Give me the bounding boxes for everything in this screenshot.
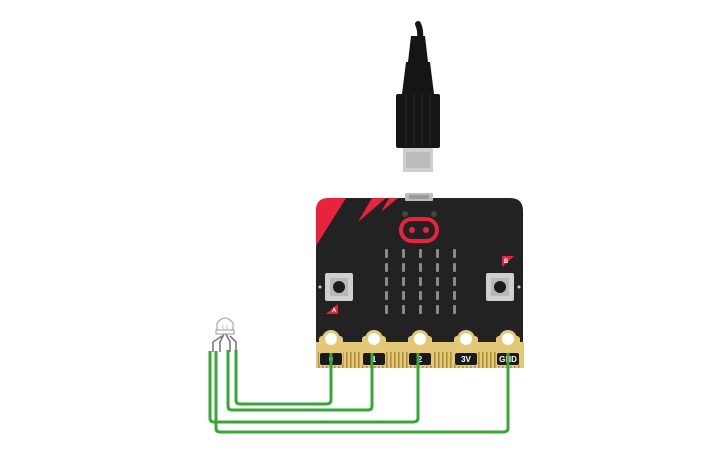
led-4-0 <box>385 305 388 314</box>
usb-strain-relief-lower <box>402 62 434 94</box>
usb-connector-inner <box>406 152 430 168</box>
pin-3v-hole <box>460 333 472 345</box>
edge-tooth <box>434 352 436 368</box>
wires <box>208 350 510 434</box>
edge-tooth <box>438 352 440 368</box>
edge-tooth <box>398 352 400 368</box>
usb-cable[interactable] <box>396 21 440 172</box>
button-b-label: B <box>504 259 509 265</box>
edge-tooth <box>442 352 444 368</box>
usb-housing-grip <box>405 94 431 146</box>
led-1-3 <box>436 263 439 272</box>
led-4-2 <box>419 305 422 314</box>
led-1-0 <box>385 263 388 272</box>
pin-3v[interactable]: 3V <box>454 330 478 366</box>
mount-hole-right <box>431 211 437 217</box>
wire-pin-0[interactable] <box>234 350 333 406</box>
pin-2[interactable]: 2 <box>408 330 432 366</box>
rgb-led-dome <box>216 317 234 331</box>
edge-tooth <box>490 352 492 368</box>
led-0-2 <box>419 249 422 258</box>
led-3-4 <box>453 291 456 300</box>
wire-pin-2[interactable] <box>208 351 420 424</box>
edge-tooth <box>346 352 348 368</box>
pin-1-hole <box>368 333 380 345</box>
led-matrix <box>385 249 456 314</box>
edge-tooth <box>494 352 496 368</box>
mount-hole-left <box>402 211 408 217</box>
led-0-4 <box>453 249 456 258</box>
button-a-marker <box>326 304 338 314</box>
led-0-1 <box>402 249 405 258</box>
red-accent-3 <box>381 198 398 212</box>
usb-plug-housing <box>396 94 440 148</box>
edge-tooth <box>350 352 352 368</box>
rgb-led[interactable] <box>212 317 237 352</box>
edge-tooth <box>390 352 392 368</box>
led-4-3 <box>436 305 439 314</box>
edge-tooth <box>386 352 388 368</box>
pin-1[interactable]: 1 <box>362 330 386 366</box>
pin-3v-label: 3V <box>461 355 471 364</box>
edge-tooth <box>402 352 404 368</box>
led-3-0 <box>385 291 388 300</box>
pin-0-hole <box>325 333 337 345</box>
button-b[interactable]: B <box>486 256 514 301</box>
pin-2-hole <box>414 333 426 345</box>
edge-tooth <box>358 352 360 368</box>
side-dot-right <box>517 285 521 289</box>
led-1-2 <box>419 263 422 272</box>
red-accent-2 <box>358 198 386 222</box>
button-b-cap[interactable] <box>494 281 506 293</box>
led-4-4 <box>453 305 456 314</box>
wire-pin-1[interactable] <box>226 350 374 412</box>
logo-eye-right <box>423 227 429 233</box>
led-2-1 <box>402 277 405 286</box>
edge-tooth <box>450 352 452 368</box>
pin-2-label-bg <box>409 353 431 365</box>
button-a-label: A <box>332 308 337 314</box>
led-0-0 <box>385 249 388 258</box>
led-2-4 <box>453 277 456 286</box>
led-1-4 <box>453 263 456 272</box>
edge-tooth <box>446 352 448 368</box>
edge-tooth <box>486 352 488 368</box>
led-3-1 <box>402 291 405 300</box>
rgb-led-leads <box>212 333 237 352</box>
edge-tooth <box>318 352 320 368</box>
led-3-3 <box>436 291 439 300</box>
button-a[interactable]: A <box>325 273 353 314</box>
edge-tooth <box>394 352 396 368</box>
logo-eye-left <box>409 227 415 233</box>
pin-3v-label-bg <box>455 353 477 365</box>
microbit-logo <box>399 217 439 243</box>
pin-2-label: 2 <box>418 355 423 364</box>
led-4-1 <box>402 305 405 314</box>
edge-tooth <box>354 352 356 368</box>
pin-1-label: 1 <box>372 355 377 364</box>
red-accent-main <box>316 198 346 246</box>
board-usb-port-inner <box>409 195 429 199</box>
rgb-led-rim <box>215 329 235 335</box>
side-dot-left <box>318 285 322 289</box>
button-a-cap[interactable] <box>333 281 345 293</box>
edge-tooth <box>482 352 484 368</box>
pin-gnd-hole <box>502 333 514 345</box>
led-2-3 <box>436 277 439 286</box>
button-b-marker <box>502 256 514 267</box>
edge-tooth <box>406 352 408 368</box>
usb-strain-relief-upper <box>408 36 428 62</box>
pin-1-label-bg <box>363 353 385 365</box>
led-3-2 <box>419 291 422 300</box>
wire-gnd[interactable] <box>214 351 510 434</box>
led-2-0 <box>385 277 388 286</box>
led-1-1 <box>402 263 405 272</box>
led-2-2 <box>419 277 422 286</box>
edge-tooth <box>478 352 480 368</box>
led-0-3 <box>436 249 439 258</box>
rgb-led-inner <box>222 325 228 330</box>
